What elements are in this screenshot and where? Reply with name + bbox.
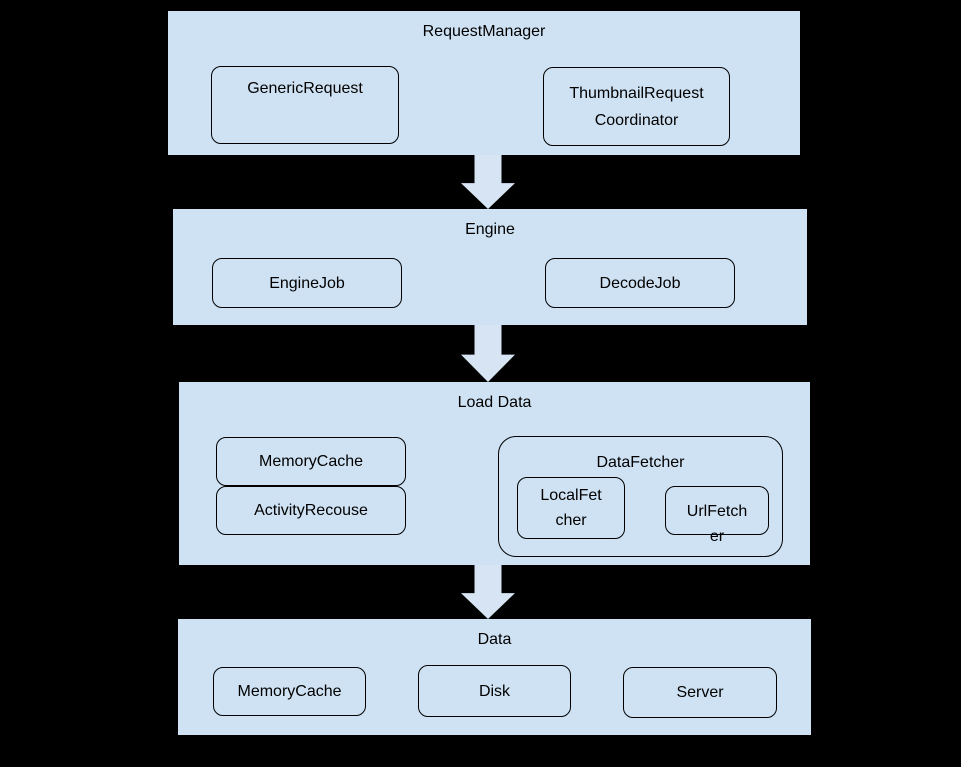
node-label: ActivityRecouse (254, 502, 368, 519)
node-server: Server (623, 667, 777, 718)
node-label: EngineJob (269, 274, 345, 292)
node-memory-cache-data: MemoryCache (213, 667, 366, 716)
node-label-line: LocalFet (540, 487, 602, 504)
section-title-load-data: Load Data (457, 394, 532, 411)
section-data: Data MemoryCache Disk Server (178, 619, 811, 735)
node-label: Server (676, 684, 724, 701)
node-label: Disk (478, 682, 511, 700)
node-label: GenericRequest (247, 80, 363, 97)
node-engine-job: EngineJob (212, 258, 402, 308)
node-label: DecodeJob (599, 274, 681, 292)
node-disk: Disk (418, 665, 571, 717)
node-generic-request: GenericRequest (211, 66, 399, 144)
node-label-line: cher (555, 512, 587, 529)
node-decode-job: DecodeJob (545, 258, 735, 308)
node-label-line: UrlFetch (686, 503, 748, 520)
down-arrow-connector-2 (461, 325, 515, 382)
node-thumbnail-request-coordinator: ThumbnailRequest Coordinator (543, 67, 730, 146)
node-url-fetcher: UrlFetch er (665, 486, 769, 545)
node-local-fetcher: LocalFet cher (517, 477, 625, 539)
node-label: MemoryCache (237, 683, 342, 700)
group-title-data-fetcher: DataFetcher (596, 454, 685, 471)
down-arrow-connector-1 (461, 155, 515, 209)
node-label: MemoryCache (258, 453, 364, 470)
section-title-engine: Engine (465, 221, 515, 238)
node-label-line: Coordinator (594, 111, 679, 129)
section-title-data: Data (477, 631, 512, 648)
section-load-data: Load Data MemoryCache ActivityRecouse Da… (179, 382, 810, 565)
section-engine: Engine EngineJob DecodeJob (173, 209, 807, 325)
section-title-request-manager: RequestManager (422, 23, 546, 40)
node-memory-cache: MemoryCache (216, 437, 406, 486)
group-data-fetcher: DataFetcher LocalFet cher UrlFetch er (498, 436, 783, 557)
section-request-manager: RequestManager GenericRequest ThumbnailR… (168, 11, 800, 155)
node-label-line: er (709, 528, 725, 545)
node-label-line: ThumbnailRequest (569, 84, 704, 102)
node-activity-recouse: ActivityRecouse (216, 486, 406, 535)
down-arrow-connector-3 (461, 565, 515, 619)
